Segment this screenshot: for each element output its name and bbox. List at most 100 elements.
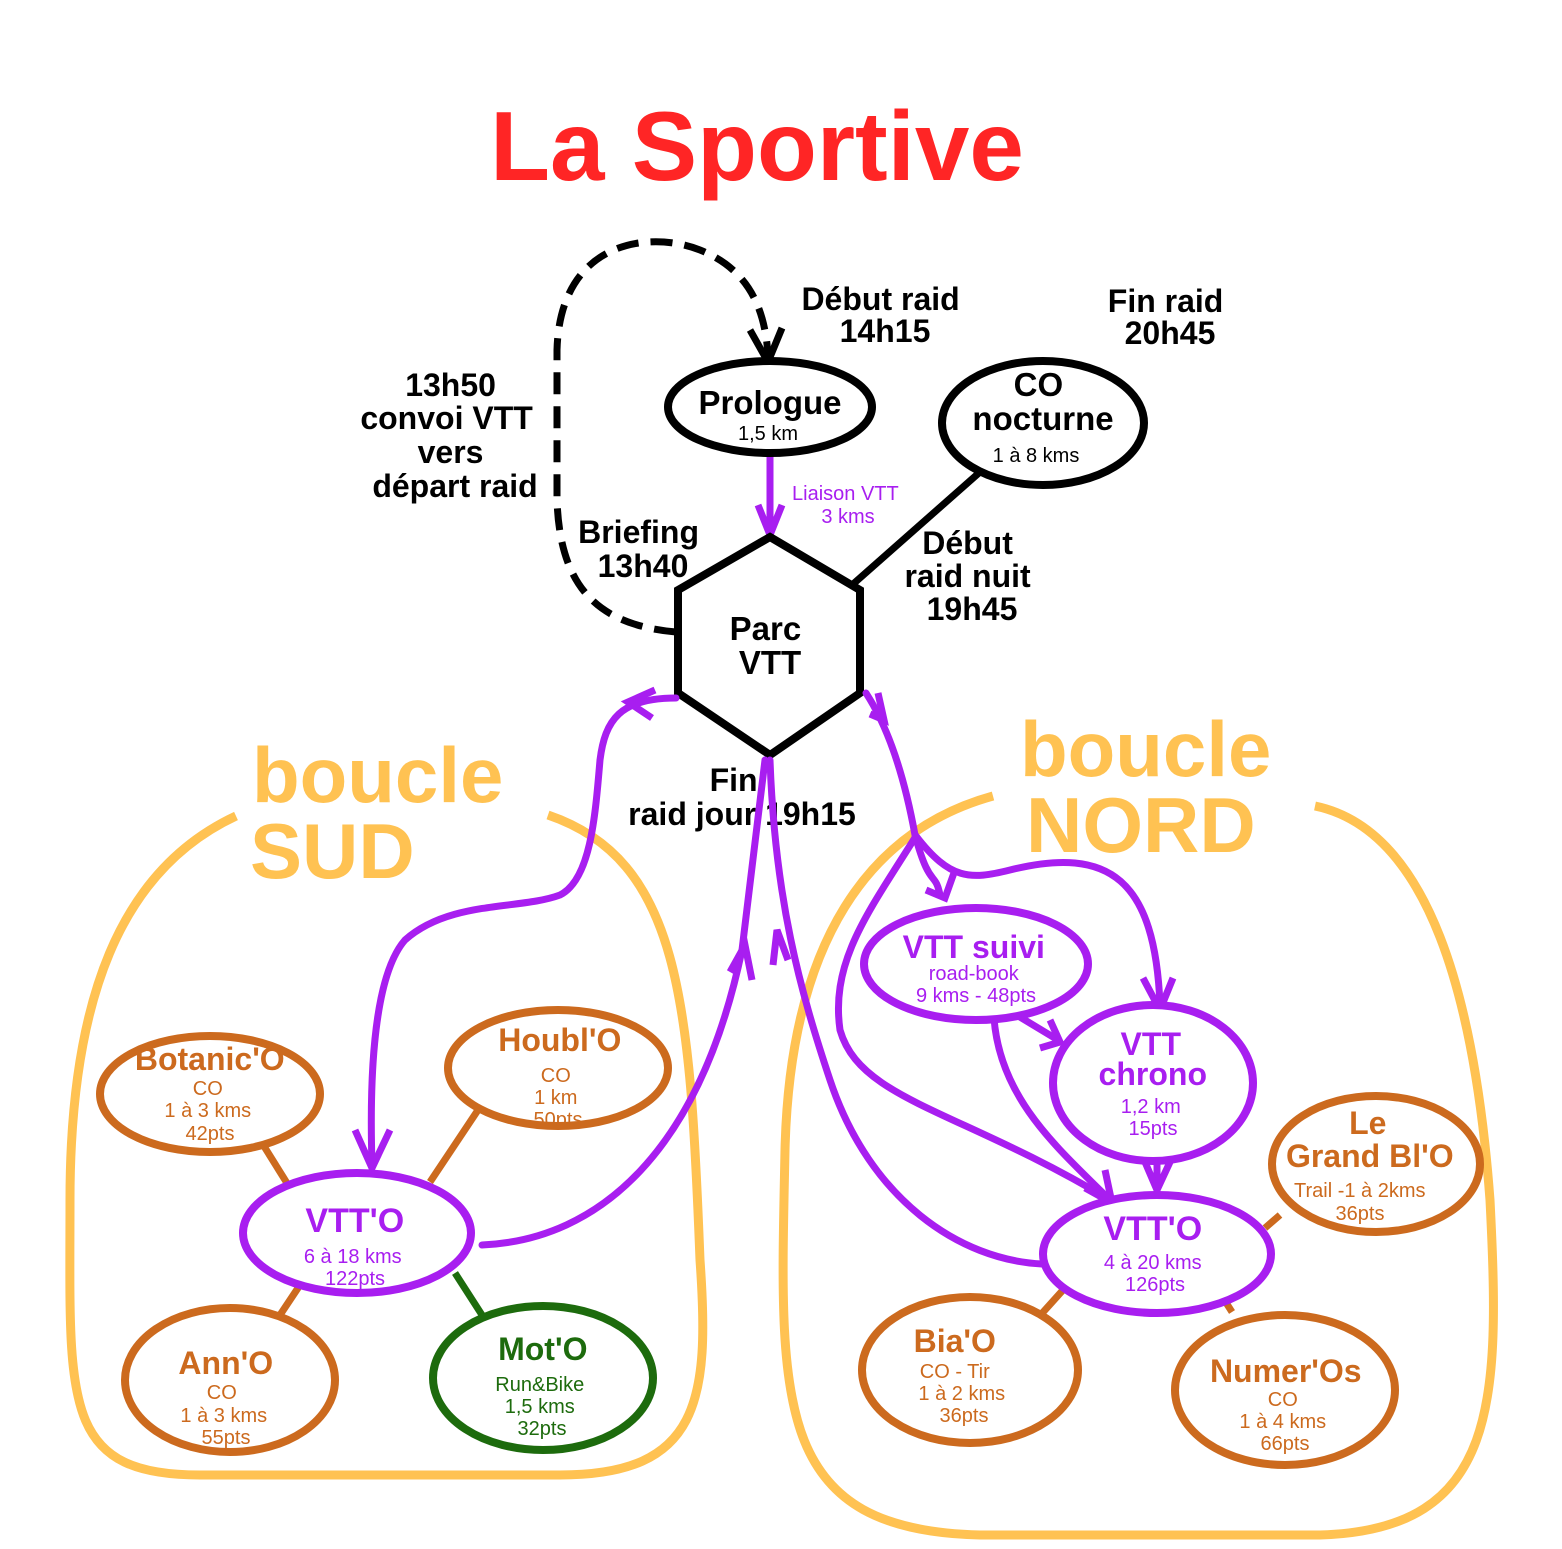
- anno-line1: CO: [207, 1382, 237, 1404]
- nord-vtto-name: VTT'O: [1103, 1210, 1202, 1248]
- loop-sud-label-line2: SUD: [250, 807, 415, 895]
- sud-vtto-line1: 6 à 18 kms: [304, 1246, 402, 1268]
- sud-vtto-label: VTT'O 6 à 18 kms 122pts: [304, 1202, 409, 1290]
- biao-line3: 36pts: [940, 1405, 989, 1427]
- fin-raid-line2: 20h45: [1125, 315, 1216, 351]
- grand-blo-name-line2: Grand Bl'O: [1286, 1138, 1454, 1174]
- vtt-chrono-line1: 1,2 km: [1121, 1096, 1181, 1118]
- node-numeros[interactable]: [1171, 1311, 1399, 1469]
- node-nord-vtto[interactable]: [1039, 1191, 1275, 1317]
- anno-line3: 55pts: [202, 1427, 251, 1449]
- debut-nuit-line3: 19h45: [927, 591, 1018, 627]
- moto-label: Mot'O Run&Bike 1,5 kms 32pts: [495, 1331, 592, 1440]
- chrono-vtto-arrowhead-icon: [1141, 1160, 1174, 1199]
- loop-nord-label-line1: boucle: [1020, 705, 1271, 793]
- annotation-briefing: Briefing 13h40: [578, 514, 708, 584]
- vtt-chrono-label: VTT chrono 1,2 km 15pts: [1099, 1026, 1212, 1140]
- edge-houblo: [427, 1108, 481, 1184]
- node-co-nocturne[interactable]: [938, 357, 1148, 489]
- node-vtt-suivi[interactable]: [860, 904, 1092, 1024]
- biao-label: Bia'O CO - Tir 1 à 2 kms 36pts: [914, 1323, 1010, 1427]
- moto-line3: 32pts: [518, 1418, 567, 1440]
- grand-blo-line1: Trail -1 à 2kms: [1294, 1180, 1426, 1202]
- fin-jour-line1: Fin: [710, 762, 758, 798]
- liaison-line1: Liaison VTT: [792, 483, 898, 505]
- vtt-suivi-line2: 9 kms - 48pts: [916, 985, 1036, 1007]
- vtt-chrono-name-line2: chrono: [1099, 1056, 1207, 1092]
- moto-line2: 1,5 kms: [505, 1396, 575, 1418]
- anno-line2: 1 à 3 kms: [180, 1405, 267, 1427]
- botanico-label: Botanic'O CO 1 à 3 kms 42pts: [135, 1041, 289, 1145]
- nord-to-vtto-loop-path: [835, 832, 1114, 1204]
- node-prologue[interactable]: [664, 357, 876, 457]
- node-biao[interactable]: [858, 1293, 1082, 1447]
- convoi-line2: convoi VTT: [360, 400, 533, 436]
- co-nocturne-name-line2: nocturne: [972, 400, 1113, 437]
- annotation-liaison: Liaison VTT 3 kms: [792, 483, 904, 528]
- sud-outbound-arrowhead-icon: [351, 1128, 394, 1177]
- fin-jour-line2: raid jour 19h15: [628, 796, 856, 832]
- debut-raid-line1: Début raid: [801, 281, 959, 317]
- nord-vtto-line2: 126pts: [1125, 1274, 1185, 1296]
- nord-outbound-arrowhead-icon: [868, 692, 889, 726]
- sud-outbound-start-arrow-icon: [620, 686, 657, 721]
- anno-label: Ann'O CO 1 à 3 kms 55pts: [178, 1345, 277, 1449]
- sud-return-path: [478, 756, 769, 1249]
- annotation-debut-nuit: Début raid nuit 19h45: [904, 525, 1039, 627]
- sud-return-arrowhead-icon: [726, 934, 756, 981]
- annotation-fin-raid: Fin raid 20h45: [1108, 283, 1232, 351]
- node-botanico[interactable]: [96, 1032, 324, 1156]
- grand-blo-name-line1: Le: [1349, 1105, 1386, 1141]
- sud-vtto-line2: 122pts: [325, 1268, 385, 1290]
- node-anno[interactable]: [121, 1304, 339, 1456]
- convoy-dashed-path: [553, 238, 772, 636]
- grand-blo-label: Le Grand Bl'O Trail -1 à 2kms 36pts: [1286, 1105, 1458, 1225]
- node-moto[interactable]: [429, 1302, 657, 1454]
- loop-nord-label: boucle NORD: [1020, 705, 1293, 869]
- botanico-name: Botanic'O: [135, 1041, 285, 1077]
- fin-raid-line1: Fin raid: [1108, 283, 1224, 319]
- debut-nuit-line2: raid nuit: [904, 558, 1031, 594]
- node-sud-vtto[interactable]: [239, 1169, 475, 1297]
- numeros-line2: 1 à 4 kms: [1239, 1411, 1326, 1433]
- houblo-line2: 1 km: [534, 1087, 577, 1109]
- loop-sud-outline: [65, 810, 708, 1480]
- loop-sud-label-line1: boucle: [252, 731, 503, 819]
- vtt-chrono-name-line1: VTT: [1121, 1026, 1182, 1062]
- botanico-line2: 1 à 3 kms: [164, 1100, 251, 1122]
- numeros-line1: CO: [1268, 1389, 1298, 1411]
- node-houblo[interactable]: [444, 1006, 672, 1130]
- biao-line1: CO - Tir: [920, 1361, 990, 1383]
- houblo-label: Houbl'O CO 1 km 50pts: [498, 1022, 626, 1131]
- briefing-line2: 13h40: [598, 548, 689, 584]
- hub-label: Parc VTT: [730, 610, 811, 681]
- convoi-line1: 13h50: [405, 367, 496, 403]
- diagram-title: La Sportive: [490, 91, 1024, 201]
- nord-return-path: [766, 756, 1046, 1268]
- edge-anno: [277, 1283, 303, 1317]
- prologue-name: Prologue: [698, 384, 841, 421]
- numeros-name: Numer'Os: [1210, 1353, 1362, 1389]
- biao-line2: 1 à 2 kms: [918, 1383, 1005, 1405]
- node-grand-blo[interactable]: [1268, 1092, 1484, 1236]
- loop-nord-label-line2: NORD: [1026, 781, 1256, 869]
- botanico-line3: 42pts: [186, 1123, 235, 1145]
- nord-return-arrowhead-icon: [769, 928, 792, 966]
- annotation-convoi: 13h50 convoi VTT vers départ raid: [360, 367, 541, 504]
- debut-raid-line2: 14h15: [840, 313, 931, 349]
- nord-to-chrono-path: [912, 832, 1164, 1009]
- suivi-to-vtto-path: [990, 1014, 1114, 1204]
- botanico-line1: CO: [193, 1078, 223, 1100]
- vtt-suivi-label: VTT suivi road-book 9 kms - 48pts: [903, 929, 1050, 1007]
- co-nocturne-name-line1: CO: [1014, 366, 1064, 403]
- anno-name: Ann'O: [178, 1345, 273, 1381]
- convoi-line3: vers: [418, 434, 484, 470]
- moto-line1: Run&Bike: [495, 1374, 584, 1396]
- node-vtt-chrono[interactable]: [1049, 1001, 1257, 1165]
- houblo-line1: CO: [541, 1065, 571, 1087]
- briefing-line1: Briefing: [578, 514, 699, 550]
- vtt-suivi-arrowhead-icon: [924, 868, 959, 903]
- hub-parc-vtt[interactable]: [674, 532, 864, 760]
- convoi-line4: départ raid: [372, 468, 537, 504]
